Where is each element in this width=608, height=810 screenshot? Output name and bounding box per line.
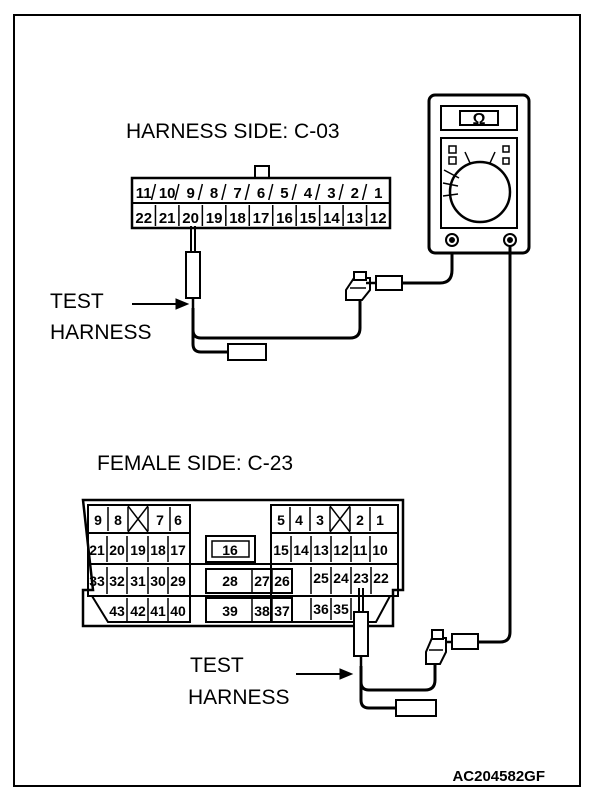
- female-pin-label: 38: [254, 603, 270, 619]
- cavity-divider: [361, 183, 368, 201]
- cavity-divider: [291, 183, 297, 201]
- female-pin-label: 21: [89, 542, 105, 558]
- female-pin-label: 28: [222, 573, 238, 589]
- harness-side-title: HARNESS SIDE: C-03: [126, 120, 340, 143]
- female-pin-label: 15: [273, 542, 289, 558]
- female-pin-label: 27: [254, 573, 270, 589]
- female-pin-label: 23: [353, 570, 369, 586]
- cavity-divider: [150, 183, 157, 201]
- cavity-divider: [174, 183, 180, 201]
- harness-pin-label: 13: [346, 210, 363, 227]
- female-pin-label: 16: [222, 542, 238, 558]
- cavity-divider: [314, 183, 321, 201]
- female-pin-label: 40: [170, 603, 186, 619]
- harness-pin-label: 5: [280, 185, 288, 202]
- female-pin-label: 42: [130, 603, 146, 619]
- harness-label-top: HARNESS: [50, 321, 152, 344]
- harness-label-bottom: HARNESS: [188, 686, 290, 709]
- female-pin-label: 32: [109, 573, 125, 589]
- female-pin-label: 14: [293, 542, 309, 558]
- cavity-divider: [338, 183, 344, 201]
- harness-pin-label: 10: [159, 185, 176, 202]
- female-pin-label: 11: [353, 542, 368, 558]
- harness-pin-label: 21: [159, 210, 176, 227]
- harness-pin-label: 3: [327, 185, 335, 202]
- harness-pin-label: 4: [304, 185, 313, 202]
- female-pin-label: 36: [313, 601, 329, 617]
- female-pin-label: 10: [372, 542, 388, 558]
- harness-pin-label: 18: [229, 210, 246, 227]
- female-pin-label: 6: [174, 512, 182, 528]
- harness-connector-c03: [130, 165, 392, 230]
- figure-code: AC204582GF: [452, 768, 545, 785]
- female-pin-label: 9: [94, 512, 102, 528]
- cavity-divider: [197, 183, 204, 201]
- female-pin-label: 7: [156, 512, 164, 528]
- female-pin-label: 5: [277, 512, 285, 528]
- arrow-bottom: [296, 668, 354, 680]
- harness-pin-label: 9: [186, 185, 194, 202]
- harness-pin-label: 16: [276, 210, 293, 227]
- harness-pin-label: 14: [323, 210, 340, 227]
- female-pin-label: 24: [333, 570, 349, 586]
- female-pin-label: 25: [313, 570, 329, 586]
- female-pin-label: 35: [333, 601, 349, 617]
- harness-pin-label: 22: [135, 210, 152, 227]
- female-pin-label: 12: [333, 542, 349, 558]
- harness-pin-label: 1: [374, 185, 382, 202]
- harness-pin-label: 19: [206, 210, 223, 227]
- female-pin-label: 17: [170, 542, 186, 558]
- harness-pin-label: 8: [210, 185, 218, 202]
- ohm-icon: Ω: [473, 111, 486, 128]
- cavity-divider: [244, 183, 251, 201]
- harness-test-wires: [191, 240, 454, 361]
- female-pin-label: 33: [89, 573, 105, 589]
- female-pin-label: 3: [316, 512, 324, 528]
- harness-pin-label: 11: [136, 185, 152, 202]
- cavity-divider: [267, 183, 274, 201]
- meter-lead-right: [478, 246, 512, 644]
- test-label-bottom: TEST: [190, 654, 244, 677]
- cavity-divider: [221, 183, 227, 201]
- female-probe: [353, 588, 479, 717]
- female-side-title: FEMALE SIDE: C-23: [97, 452, 293, 475]
- harness-pin-label: 12: [370, 210, 387, 227]
- harness-probe: [185, 226, 201, 310]
- harness-pin-label: 15: [300, 210, 317, 227]
- test-label-top: TEST: [50, 290, 104, 313]
- female-connector-c23: [81, 498, 405, 628]
- arrow-top: [132, 298, 190, 310]
- female-pin-label: 19: [130, 542, 146, 558]
- female-pin-label: 1: [376, 512, 384, 528]
- female-pin-label: 4: [295, 512, 303, 528]
- harness-pin-label: 2: [351, 185, 359, 202]
- diagram-frame: [13, 14, 581, 787]
- female-pin-label: 22: [373, 570, 389, 586]
- female-pin-label: 30: [150, 573, 166, 589]
- female-pin-label: 31: [130, 573, 146, 589]
- female-pin-label: 18: [150, 542, 166, 558]
- multimeter: [427, 93, 531, 255]
- female-pin-label: 43: [109, 603, 125, 619]
- harness-pin-label: 6: [257, 185, 265, 202]
- female-pin-label: 37: [274, 603, 290, 619]
- harness-pin-label: 17: [253, 210, 270, 227]
- female-pin-label: 2: [356, 512, 364, 528]
- female-pin-label: 8: [114, 512, 122, 528]
- female-pin-label: 29: [170, 573, 186, 589]
- harness-bottom-row: 22 21 20 19 18 17 16 15 14 13 12: [135, 205, 387, 227]
- female-pin-label: 41: [150, 603, 166, 619]
- female-pin-label: 13: [313, 542, 329, 558]
- female-pin-label: 39: [222, 603, 238, 619]
- female-pin-label: 26: [274, 573, 290, 589]
- harness-pin-label: 7: [233, 185, 241, 202]
- harness-pin-label: 20: [182, 210, 199, 227]
- female-pin-label: 20: [109, 542, 125, 558]
